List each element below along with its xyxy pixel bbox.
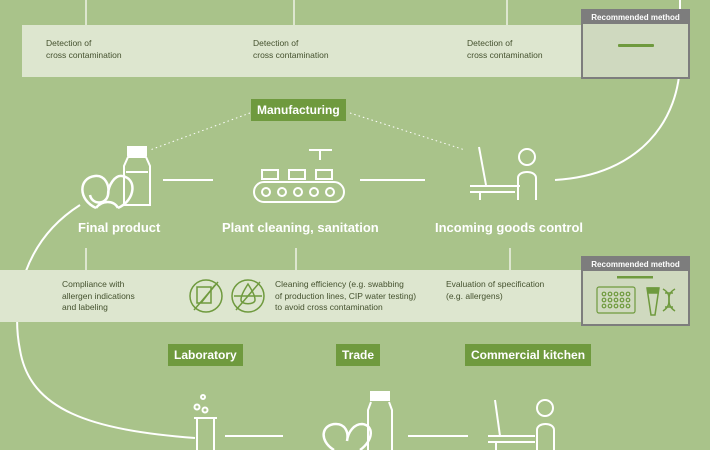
worker-desk-icon	[470, 146, 537, 200]
laboratory-tag: Laboratory	[168, 344, 243, 366]
evaluation-text: Evaluation of specification (e.g. allerg…	[446, 279, 545, 301]
top-info-band	[22, 25, 582, 77]
test-strip-icon	[617, 276, 653, 279]
pretzel-icon	[322, 422, 372, 450]
compliance-text: Compliance with allergen indications and…	[62, 279, 135, 312]
stage-incoming-goods: Incoming goods control	[435, 220, 584, 235]
trade-tag: Trade	[336, 344, 381, 366]
mid-info-band	[0, 270, 582, 322]
recommended-method-box-top: Recommended method	[581, 9, 690, 79]
worker-desk-icon	[488, 399, 555, 450]
dna-icon	[662, 288, 676, 312]
bottle-icon	[123, 146, 151, 206]
test-tube-icon	[646, 287, 660, 316]
commercial-kitchen-tag: Commercial kitchen	[465, 344, 592, 366]
bottle-icon	[367, 391, 393, 450]
recommended-method-label: Recommended method	[583, 258, 688, 271]
top-band-item-1: Detection of cross contamination	[46, 38, 122, 60]
cleaning-efficiency-text: Cleaning efficiency (e.g. swabbing of pr…	[275, 279, 417, 312]
water-drop-icon	[231, 279, 265, 313]
test-tube-icon	[193, 394, 217, 450]
test-strip-icon	[618, 44, 654, 47]
conveyor-icon	[253, 149, 345, 203]
stage-final-product: Final product	[78, 220, 161, 235]
pretzel-icon	[81, 174, 134, 210]
recommended-method-label: Recommended method	[583, 11, 688, 24]
top-band-item-3: Detection of cross contamination	[467, 38, 543, 60]
top-band-item-2: Detection of cross contamination	[253, 38, 329, 60]
recommended-method-box-mid: Recommended method	[581, 256, 690, 326]
recommended-method-icons	[596, 276, 676, 316]
swab-icon	[189, 279, 223, 313]
stage-plant-cleaning: Plant cleaning, sanitation	[222, 220, 379, 235]
manufacturing-tag: Manufacturing	[251, 99, 346, 121]
microplate-icon	[596, 286, 636, 314]
